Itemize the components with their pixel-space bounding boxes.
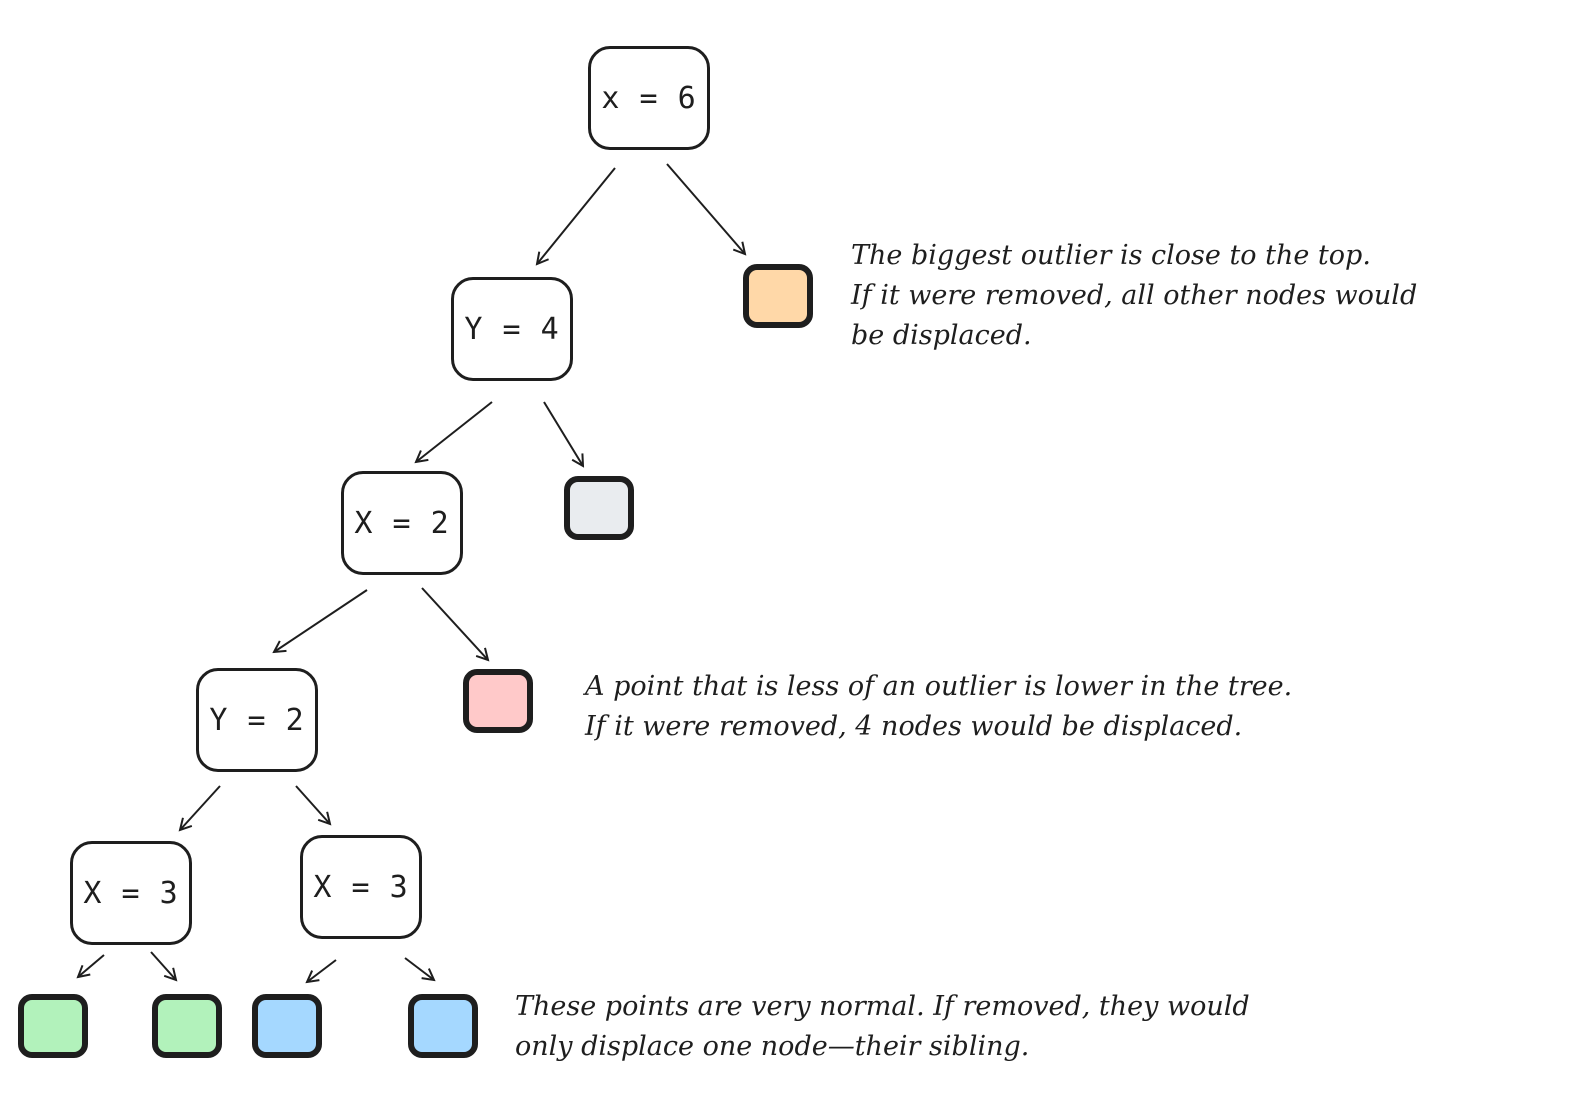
node-level1: Y = 4 [451,277,573,381]
edge-x3-right-to-blue-leaf-1 [307,959,337,982]
edge-x2-to-y2 [274,589,368,652]
edge-x2-to-pink-leaf [421,587,488,660]
leaf-blue-1 [252,994,322,1058]
note-middle-line-1: A point that is less of an outlier is lo… [585,671,1293,702]
edge-x3-right-to-blue-leaf-2 [404,957,434,980]
leaf-green-1 [18,994,88,1058]
node-level4-right: X = 3 [300,835,422,939]
edge-x3-left-to-green-leaf-1 [78,954,105,977]
edge-y4-to-gray-leaf [543,401,583,466]
note-bottom-line-2: only displace one node—their sibling. [515,1031,1030,1062]
edge-y4-to-x2 [416,401,493,462]
note-middle: A point that is less of an outlier is lo… [585,667,1292,747]
note-bottom-line-1: These points are very normal. If removed… [515,991,1250,1022]
leaf-blue-2 [408,994,478,1058]
node-level2: X = 2 [341,471,463,575]
edge-x3-left-to-green-leaf-2 [150,951,176,980]
note-top: The biggest outlier is close to the top.… [851,236,1417,356]
leaf-orange [743,264,813,328]
note-middle-line-2: If it were removed, 4 nodes would be dis… [585,711,1243,742]
note-bottom: These points are very normal. If removed… [515,987,1250,1067]
node-level3: Y = 2 [196,668,318,772]
node-root: x = 6 [588,46,710,150]
edge-root-to-y4 [537,167,616,264]
edge-y2-to-x3-right [295,785,330,824]
node-level4-left: X = 3 [70,841,192,945]
leaf-pink [463,669,533,733]
leaf-green-2 [152,994,222,1058]
note-top-line-1: The biggest outlier is close to the top. [851,240,1371,271]
note-top-line-3: be displaced. [851,320,1032,351]
leaf-gray [564,476,634,540]
note-top-line-2: If it were removed, all other nodes woul… [851,280,1418,311]
edge-y2-to-x3-left [180,785,221,830]
edge-root-to-orange-leaf [666,163,745,254]
